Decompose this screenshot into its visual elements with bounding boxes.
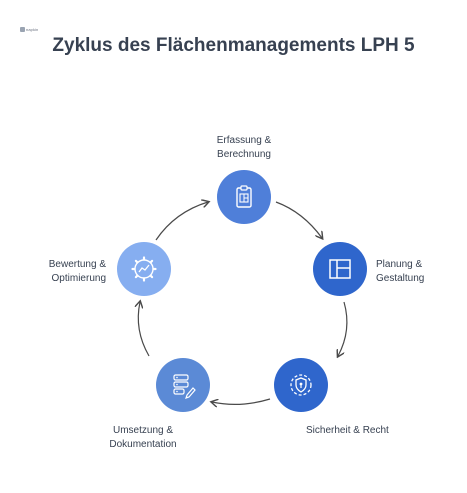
layout-icon (329, 259, 351, 279)
clipboard-icon (236, 185, 252, 208)
step-erfassung-label: Erfassung & Berechnung (190, 134, 298, 162)
shield-gear-icon (290, 374, 312, 396)
step-erfassung-line2: Berechnung (217, 149, 271, 160)
step-bewertung-node (117, 242, 171, 296)
arrow-1-to-2 (275, 201, 322, 238)
step-planung-label: Planung & Gestaltung (376, 258, 424, 286)
step-sicherheit-node (274, 358, 328, 412)
arrow-5-to-1 (155, 202, 208, 241)
step-planung-line2: Gestaltung (376, 273, 425, 284)
arrow-2-to-3 (338, 301, 348, 356)
database-pen-icon (173, 374, 196, 399)
step-umsetzung-node (156, 358, 210, 412)
step-sicherheit-line1: Sicherheit & Recht (306, 425, 389, 436)
page-title: Zyklus des Flächenmanagements LPH 5 (52, 35, 415, 56)
step-sicherheit-label: Sicherheit & Recht (306, 424, 389, 438)
step-planung-line1: Planung & (376, 259, 423, 270)
step-planung-node (313, 242, 367, 296)
step-umsetzung-line2: Dokumentation (109, 439, 177, 450)
arrow-3-to-4 (212, 398, 271, 404)
logo: napkin (20, 27, 38, 32)
step-erfassung-node (217, 170, 271, 224)
logo-text: napkin (26, 27, 39, 32)
step-umsetzung-label: Umsetzung & Dokumentation (98, 424, 188, 452)
logo-mark-icon (20, 27, 25, 32)
step-erfassung-line1: Erfassung & (216, 135, 272, 146)
arrow-4-to-5 (138, 302, 150, 357)
step-bewertung-label: Bewertung & Optimierung (30, 258, 106, 286)
step-bewertung-line2: Optimierung (51, 273, 106, 284)
gear-chart-icon (131, 256, 157, 282)
step-bewertung-line1: Bewertung & (48, 259, 106, 270)
step-umsetzung-line1: Umsetzung & (112, 425, 174, 436)
